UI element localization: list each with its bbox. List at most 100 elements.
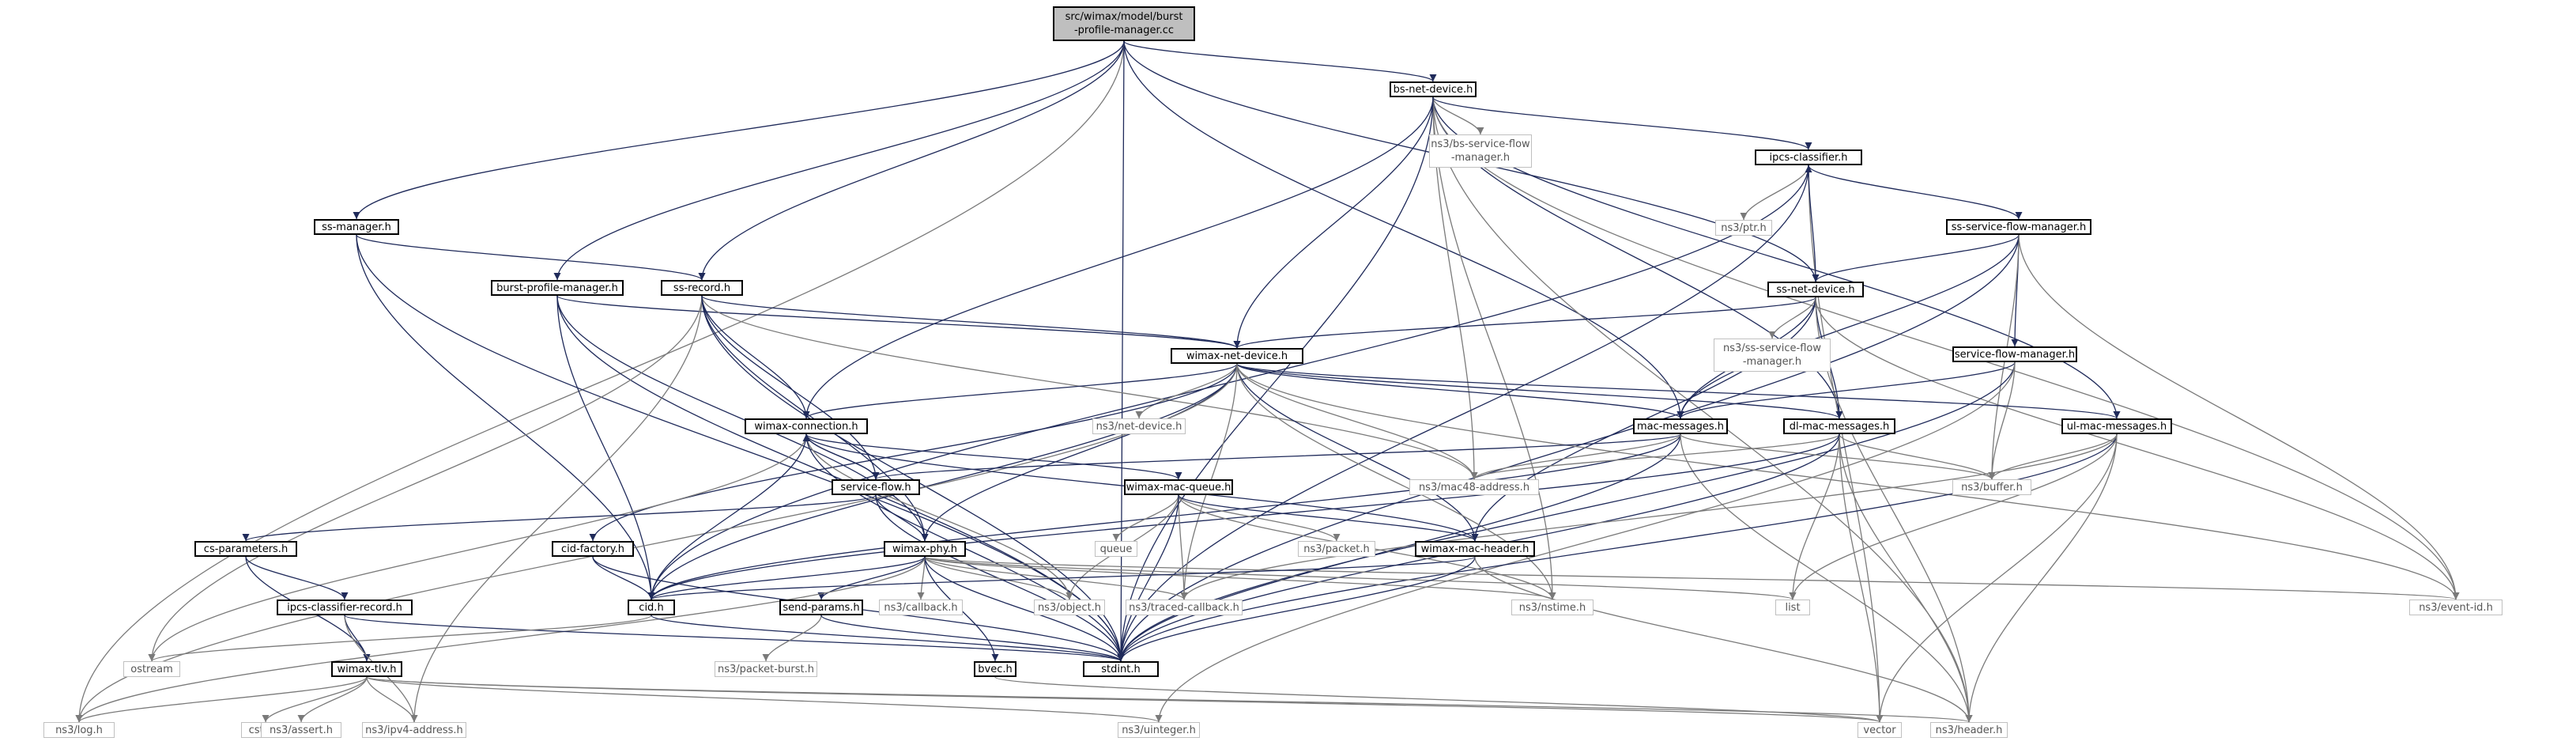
edge-wconn-to-wmq	[805, 433, 1182, 480]
node-sendp[interactable]: send-params.h	[779, 600, 863, 615]
node-header[interactable]: ns3/header.h	[1930, 722, 2008, 738]
edge-ssmgr-to-cid	[356, 234, 655, 600]
edge-ulmac-to-stdint	[1117, 433, 2118, 662]
node-bssfm[interactable]: ns3/bs-service-flow -manager.h	[1429, 134, 1532, 168]
edge-ssrec-to-wconn	[701, 295, 810, 419]
node-packet[interactable]: ns3/packet.h	[1298, 541, 1375, 557]
node-callback[interactable]: ns3/callback.h	[879, 600, 963, 615]
edge-ulmac-to-traced	[1180, 433, 2118, 600]
edge-csparams-to-ipcsrec	[245, 556, 349, 600]
node-bsnet[interactable]: bs-net-device.h	[1390, 81, 1477, 97]
edge-ssmgr-to-stdint	[356, 234, 1125, 662]
edge-dlmac-to-header	[1839, 433, 1973, 723]
node-vector[interactable]: vector	[1858, 722, 1902, 738]
node-sssfm[interactable]: ss-service-flow-manager.h	[1946, 219, 2091, 235]
node-wconn[interactable]: wimax-connection.h	[745, 418, 868, 434]
edge-ipcsrec-to-stdint	[344, 615, 1125, 662]
edge-bvec-to-vector	[994, 676, 1884, 723]
edge-ipcs-to-ptr	[1740, 165, 1809, 221]
edge-bsnet-to-nstime	[1432, 96, 1556, 600]
node-stdint[interactable]: stdint.h	[1083, 661, 1159, 677]
node-ipcs[interactable]: ipcs-classifier.h	[1755, 149, 1862, 165]
edge-ipcs-to-vector	[1808, 165, 1884, 723]
edge-wphy-to-sendp	[817, 556, 926, 600]
node-nstime[interactable]: ns3/nstime.h	[1511, 600, 1593, 615]
edge-sssfm-to-macmsg	[1676, 234, 2020, 419]
edge-wnd-to-cid	[647, 363, 1238, 600]
node-wmh[interactable]: wimax-mac-header.h	[1415, 541, 1535, 557]
node-csparams[interactable]: cs-parameters.h	[194, 541, 297, 557]
node-wmq[interactable]: wimax-mac-queue.h	[1124, 479, 1233, 495]
edge-cid-to-ostream	[148, 615, 652, 662]
node-assert[interactable]: ns3/assert.h	[261, 722, 341, 738]
node-wphy[interactable]: wimax-phy.h	[884, 541, 966, 557]
edge-wnd-to-nstime	[1236, 363, 1556, 600]
edge-root-to-ssmgr	[353, 40, 1125, 220]
node-mac48[interactable]: ns3/mac48-address.h	[1409, 479, 1539, 495]
edge-wmq-to-queue	[1112, 494, 1179, 542]
node-cidf[interactable]: cid-factory.h	[552, 541, 634, 557]
node-bvec[interactable]: bvec.h	[974, 661, 1016, 677]
edge-wphy-to-cid	[647, 556, 926, 600]
edge-dlmac-to-cid	[647, 433, 1840, 600]
node-ssnet[interactable]: ss-net-device.h	[1767, 282, 1864, 297]
edge-cidf-to-cid	[592, 556, 655, 600]
edge-macmsg-to-header	[1680, 433, 1973, 723]
node-ssmgr[interactable]: ss-manager.h	[314, 219, 399, 235]
edge-bsnet-to-wconn	[802, 96, 1434, 419]
node-dlmac[interactable]: dl-mac-messages.h	[1783, 418, 1895, 434]
edge-wphy-to-list	[924, 556, 1797, 600]
node-sflow[interactable]: service-flow.h	[832, 479, 920, 495]
edge-ssrec-to-ostream	[148, 295, 703, 662]
edge-ssrec-to-mac48	[701, 295, 1478, 480]
node-cid[interactable]: cid.h	[628, 600, 675, 615]
node-nsssfm[interactable]: ns3/ss-service-flow -manager.h	[1714, 339, 1831, 372]
edge-root-to-macmsg	[1123, 40, 1684, 419]
node-pktburst[interactable]: ns3/packet-burst.h	[715, 661, 817, 677]
node-buffer[interactable]: ns3/buffer.h	[1952, 479, 2031, 495]
edge-wphy-to-eventid	[924, 556, 2459, 600]
edge-wphy-to-object	[924, 556, 1073, 600]
edge-root-to-stdint	[1117, 40, 1125, 662]
edge-ulmac-to-list	[1789, 433, 2118, 600]
node-wnd[interactable]: wimax-net-device.h	[1171, 348, 1303, 364]
node-bpm[interactable]: burst-profile-manager.h	[491, 280, 624, 296]
node-ulmac[interactable]: ul-mac-messages.h	[2061, 418, 2172, 434]
node-uinteger[interactable]: ns3/uinteger.h	[1118, 722, 1200, 738]
node-sfm[interactable]: service-flow-manager.h	[1952, 346, 2077, 362]
node-ssrec[interactable]: ss-record.h	[661, 280, 743, 296]
edge-wmq-to-stdint	[1117, 494, 1179, 662]
edge-dlmac-to-buffer	[1839, 433, 1996, 480]
node-object[interactable]: ns3/object.h	[1034, 600, 1105, 615]
edge-ssnet-to-ipcs	[1805, 165, 1816, 282]
edge-ssmgr-to-ssrec	[356, 234, 706, 281]
edge-macmsg-to-buffer	[1680, 433, 1996, 480]
edge-ulmac-to-header	[1965, 433, 2118, 723]
node-root: src/wimax/model/burst -profile-manager.c…	[1053, 6, 1195, 41]
edge-sfm-to-stdint	[1117, 361, 2016, 662]
node-macmsg[interactable]: mac-messages.h	[1633, 418, 1728, 434]
node-log[interactable]: ns3/log.h	[43, 722, 115, 738]
node-ostream[interactable]: ostream	[123, 661, 180, 677]
edge-wconn-to-object	[805, 433, 1073, 600]
edge-bsnet-to-stdint	[1117, 96, 1434, 662]
node-queue[interactable]: queue	[1095, 541, 1137, 557]
edge-ssnet-to-wnd	[1233, 297, 1816, 349]
edge-wtlv-to-log	[75, 676, 368, 723]
edge-sfm-to-buffer	[1988, 361, 2016, 480]
node-ipv4[interactable]: ns3/ipv4-address.h	[362, 722, 466, 738]
edge-wnd-to-wconn	[802, 363, 1238, 419]
node-ipcsrec[interactable]: ipcs-classifier-record.h	[277, 600, 413, 615]
edge-root-to-bpm	[553, 40, 1125, 281]
node-ptr[interactable]: ns3/ptr.h	[1715, 220, 1772, 236]
edge-wtlv-to-cstdlib	[262, 676, 368, 723]
edge-ssnet-to-header	[1815, 297, 1973, 723]
edge-wnd-to-wphy	[921, 363, 1238, 542]
node-wtlv[interactable]: wimax-tlv.h	[331, 661, 402, 677]
node-traced[interactable]: ns3/traced-callback.h	[1126, 600, 1243, 615]
node-list[interactable]: list	[1775, 600, 1810, 615]
edge-bsnet-to-eventid	[1432, 96, 2460, 600]
node-netdev[interactable]: ns3/net-device.h	[1092, 418, 1186, 434]
node-eventid[interactable]: ns3/event-id.h	[2409, 600, 2502, 615]
